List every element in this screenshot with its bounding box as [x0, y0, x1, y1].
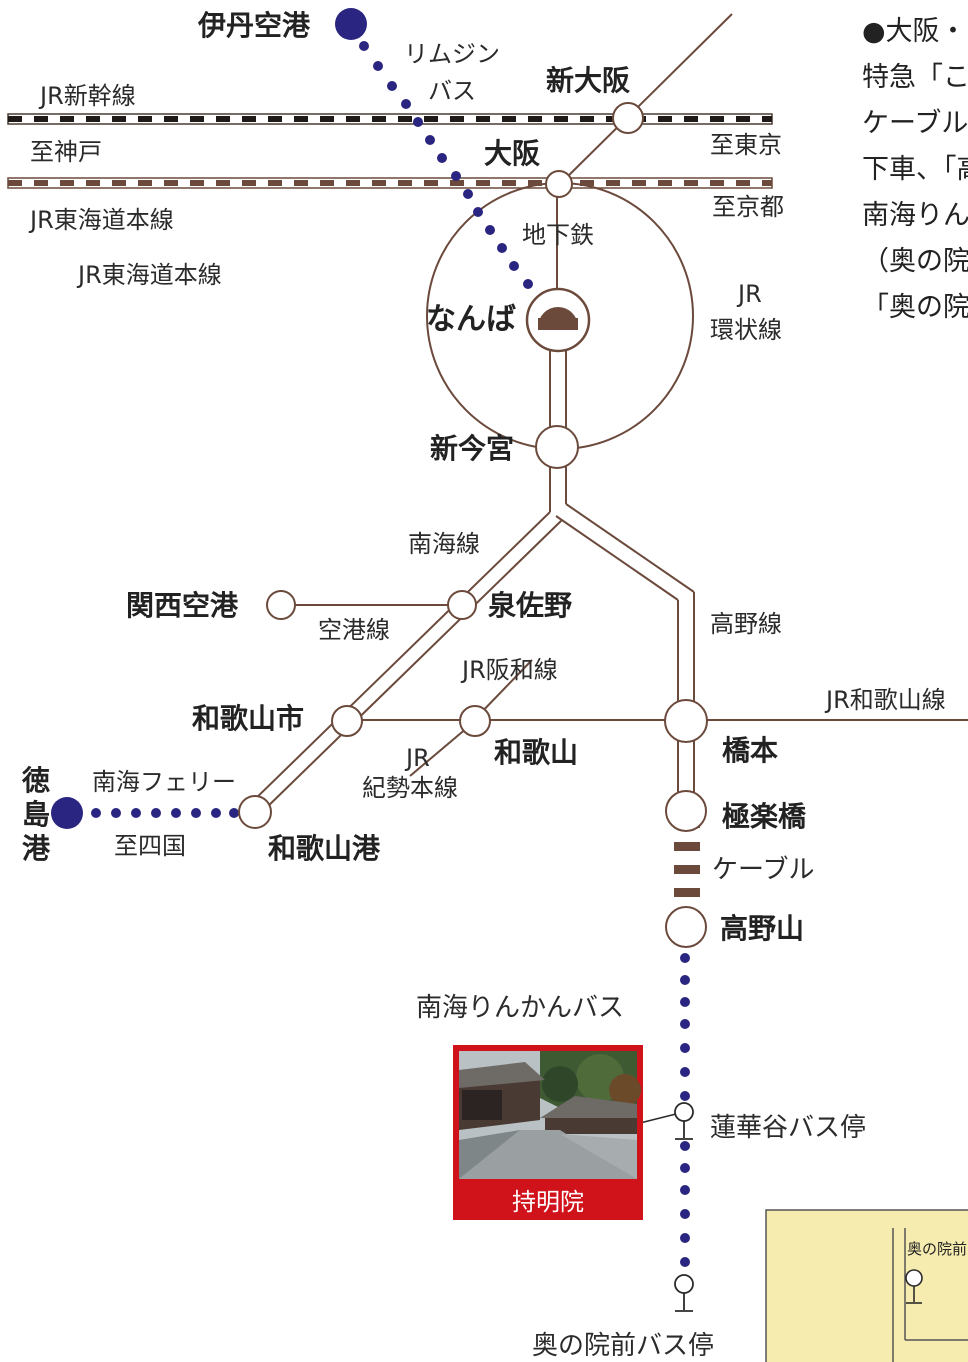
annotation-line-2: 特急「こ	[862, 62, 968, 93]
ferry-dots	[91, 808, 239, 818]
label-kisei-line-1: JR	[404, 744, 430, 772]
label-wakayama-port: 和歌山港	[268, 832, 381, 865]
cable-car-segments	[674, 819, 700, 920]
station-marker-koyasan[interactable]	[665, 906, 707, 948]
label-loop-line-1: JR	[736, 280, 762, 308]
label-tokushima-port: 徳 島 港	[21, 764, 51, 865]
rinkan-bus-dots	[680, 953, 690, 1267]
label-limousine-bus-1: リムジン	[404, 40, 500, 68]
label-shin-imamiya: 新今宮	[430, 432, 514, 465]
label-izumisano: 泉佐野	[488, 589, 572, 622]
okunoin-stop-icon[interactable]	[674, 1274, 694, 1312]
annotation-line-6: （奥の院	[862, 246, 968, 277]
photo-caption: 持明院	[512, 1188, 584, 1216]
jimyoin-photo-card[interactable]: 持明院	[453, 1045, 643, 1220]
station-marker-wakayamashi[interactable]	[331, 705, 363, 737]
label-hashimoto: 橋本	[722, 734, 778, 767]
station-marker-namba[interactable]	[525, 287, 591, 353]
label-wakayama-line: JR和歌山線	[824, 686, 946, 714]
label-kansai-airport: 関西空港	[126, 589, 239, 622]
label-limousine-bus-2: バス	[428, 77, 476, 105]
station-marker-wakayama[interactable]	[459, 705, 491, 737]
label-subway: 地下鉄	[522, 221, 594, 249]
annotation-line-4: 下車、「高	[862, 154, 968, 185]
station-marker-wakayama-port[interactable]	[238, 795, 272, 829]
label-loop-line-2: 環状線	[710, 316, 782, 344]
tokaido-rail	[7, 177, 773, 189]
station-marker-kansai-airport[interactable]	[266, 590, 296, 620]
label-to-kobe: 至神戸	[30, 138, 102, 166]
annotation-line-1: ●大阪・	[862, 16, 967, 47]
inset-label: 奥の院前	[907, 1240, 967, 1258]
label-osaka: 大阪	[484, 137, 540, 170]
label-koya-line: 高野線	[710, 610, 782, 638]
annotation-line-7: 「奥の院	[862, 292, 968, 323]
label-airport-line: 空港線	[318, 616, 390, 644]
svg-text:島: 島	[22, 798, 50, 831]
label-koyasan: 高野山	[720, 912, 804, 945]
station-marker-itami[interactable]	[335, 8, 367, 40]
label-kisei-line-2: 紀勢本線	[362, 774, 458, 802]
limousine-bus-dots	[359, 41, 533, 289]
label-namba: なんば	[426, 302, 516, 337]
label-wakayama: 和歌山	[494, 736, 578, 769]
station-marker-izumisano[interactable]	[447, 590, 477, 620]
label-to-shikoku: 至四国	[114, 832, 186, 860]
label-to-kyoto: 至京都	[712, 193, 784, 221]
station-marker-osaka[interactable]	[545, 170, 573, 198]
nankai-double-line	[249, 320, 695, 813]
shinkansen-rail	[7, 113, 773, 125]
label-wakayamashi: 和歌山市	[192, 702, 304, 735]
label-to-tokyo: 至東京	[710, 131, 782, 159]
label-tokaido-1: JR東海道本線	[28, 206, 174, 234]
label-hanwa-line: JR阪和線	[460, 656, 558, 684]
label-shin-osaka: 新大阪	[546, 64, 630, 97]
label-shinkansen: JR新幹線	[38, 82, 136, 110]
okunoin-inset-map[interactable]: 奥の院前	[765, 1209, 968, 1362]
inset-bus-stop-icon	[905, 1269, 923, 1304]
jr-line-north	[559, 13, 733, 185]
svg-text:港: 港	[22, 832, 51, 865]
rengedani-stop-icon[interactable]	[674, 1102, 694, 1140]
station-marker-gokurakubashi[interactable]	[665, 790, 707, 832]
annotation-line-3: ケーブル	[862, 108, 968, 139]
label-ferry: 南海フェリー	[92, 768, 236, 796]
label-itami: 伊丹空港	[197, 9, 311, 42]
station-marker-shin-imamiya[interactable]	[535, 425, 579, 469]
svg-text:徳: 徳	[21, 764, 50, 797]
jimyoin-photo	[459, 1051, 641, 1179]
station-marker-tokushima-port[interactable]	[51, 797, 83, 829]
label-cable: ケーブル	[712, 855, 814, 885]
label-nankai-line: 南海線	[408, 530, 480, 558]
station-marker-shin-osaka[interactable]	[612, 102, 644, 134]
annotation-line-5: 南海りん	[862, 200, 968, 231]
label-rengedani-stop: 蓮華谷バス停	[710, 1113, 866, 1143]
label-okunoin-stop: 奥の院前バス停	[532, 1331, 714, 1361]
station-marker-hashimoto[interactable]	[664, 699, 708, 743]
route-annotation: ●大阪・ 特急「こ ケーブル 下車、「高 南海りん （奥の院 「奥の院	[862, 16, 968, 323]
label-gokurakubashi: 極楽橋	[722, 800, 807, 833]
label-tokaido-2: JR東海道本線	[76, 261, 222, 289]
label-rinkan-bus: 南海りんかんバス	[416, 993, 624, 1023]
